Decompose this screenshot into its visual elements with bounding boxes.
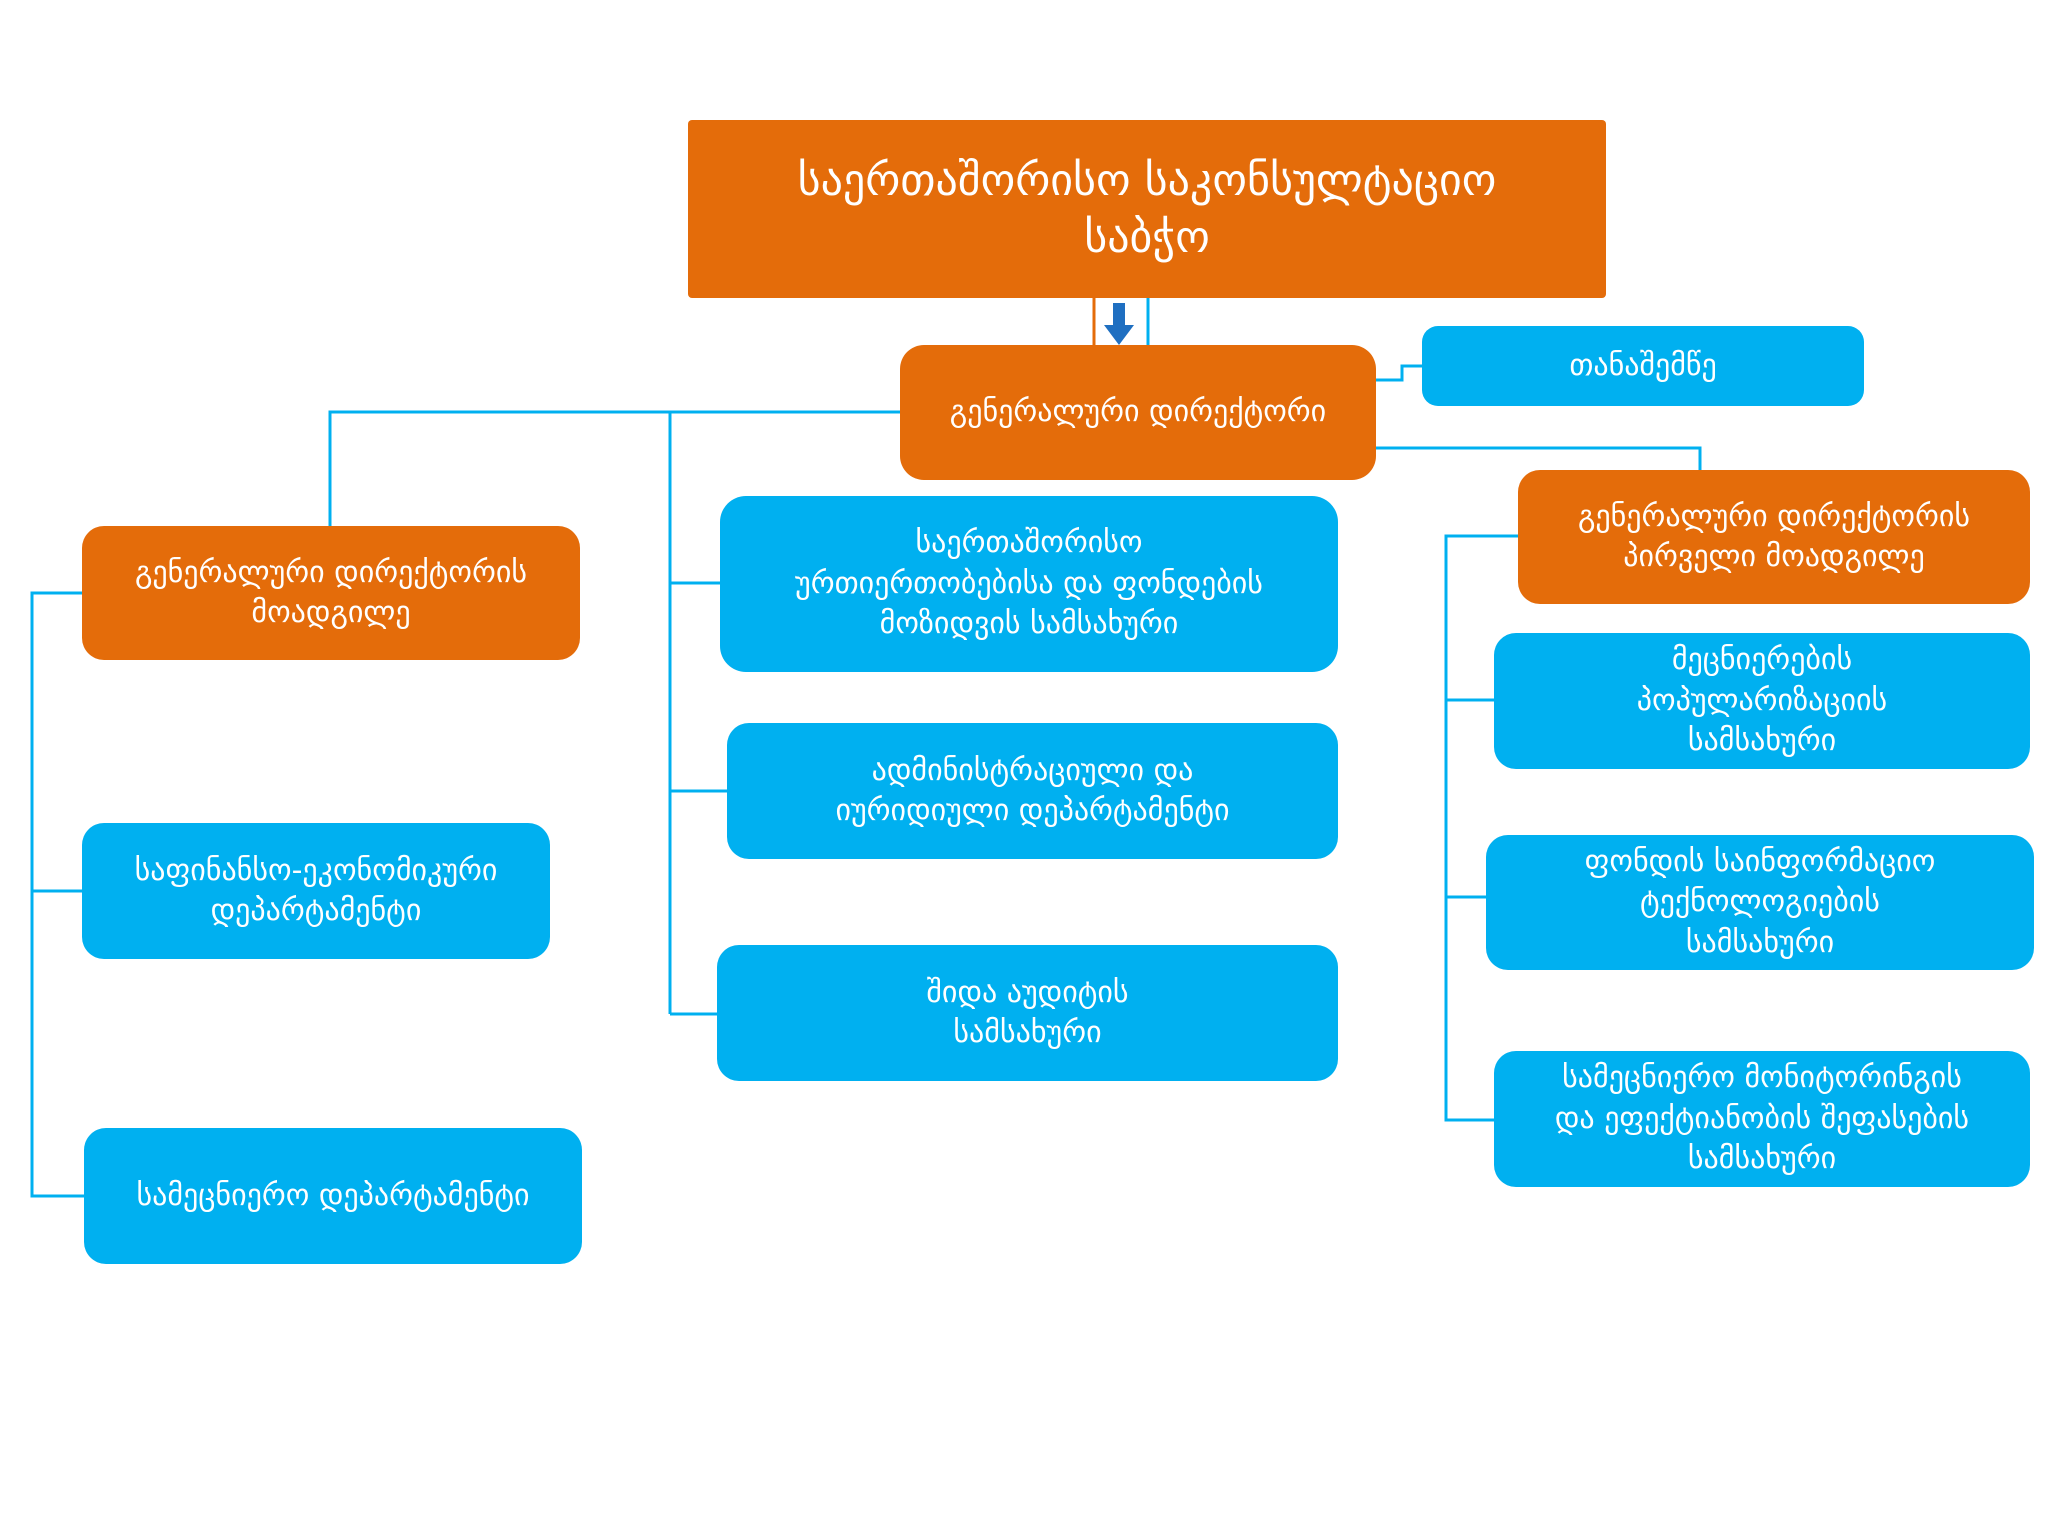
scientific-department-label: სამეცნიერო დეპარტამენტი: [136, 1177, 530, 1213]
international-relations-label: საერთაშორისო ურთიერთობებისა და ფონდების …: [795, 525, 1263, 642]
connector-right-trunk: [1444, 534, 1518, 1122]
partner-box: თანაშემწე: [1422, 326, 1864, 406]
internal-audit-label: შიდა აუდიტის სამსახური: [926, 974, 1129, 1051]
scientific-department-box: სამეცნიერო დეპარტამენტი: [84, 1128, 582, 1264]
admin-legal-label: ადმინისტრაციული და იურიდიული დეპარტამენტ…: [835, 752, 1230, 829]
director-general-label: გენერალური დირექტორი: [949, 394, 1327, 430]
connector-left-trunk: [30, 591, 84, 1198]
finance-economic-label: საფინანსო-ეკონომიკური დეპარტამენტი: [134, 852, 498, 929]
international-relations-box: საერთაშორისო ურთიერთობებისა და ფონდების …: [720, 496, 1338, 672]
deputy-box: გენერალური დირექტორის მოადგილე: [82, 526, 580, 660]
finance-economic-box: საფინანსო-ეკონომიკური დეპარტამენტი: [82, 823, 550, 959]
monitoring-label: სამეცნიერო მონიტორინგის და ეფექტიანობის …: [1554, 1060, 1970, 1177]
admin-legal-box: ადმინისტრაციული და იურიდიული დეპარტამენტ…: [727, 723, 1338, 859]
connector-director-first-deputy: [1376, 446, 1702, 470]
deputy-label: გენერალური დირექტორის მოადგილე: [134, 554, 528, 631]
science-popularization-label: მეცნიერების პოპულარიზაციის სამსახური: [1636, 642, 1888, 759]
it-service-box: ფონდის საინფორმაციო ტექნოლოგიების სამსახ…: [1486, 835, 2034, 970]
connector-director-partner: [1376, 364, 1422, 382]
science-popularization-box: მეცნიერების პოპულარიზაციის სამსახური: [1494, 633, 2030, 769]
council-box: საერთაშორისო საკონსულტაციო საბჭო: [688, 120, 1606, 298]
partner-label: თანაშემწე: [1569, 347, 1717, 383]
it-service-label: ფონდის საინფორმაციო ტექნოლოგიების სამსახ…: [1584, 843, 1936, 960]
first-deputy-box: გენერალური დირექტორის პირველი მოადგილე: [1518, 470, 2030, 604]
monitoring-box: სამეცნიერო მონიტორინგის და ეფექტიანობის …: [1494, 1051, 2030, 1187]
council-label: საერთაშორისო საკონსულტაციო საბჭო: [797, 154, 1497, 263]
director-general-box: გენერალური დირექტორი: [900, 345, 1376, 480]
down-arrow-icon: [1104, 303, 1134, 345]
internal-audit-box: შიდა აუდიტის სამსახური: [717, 945, 1338, 1081]
first-deputy-label: გენერალური დირექტორის პირველი მოადგილე: [1577, 498, 1971, 575]
